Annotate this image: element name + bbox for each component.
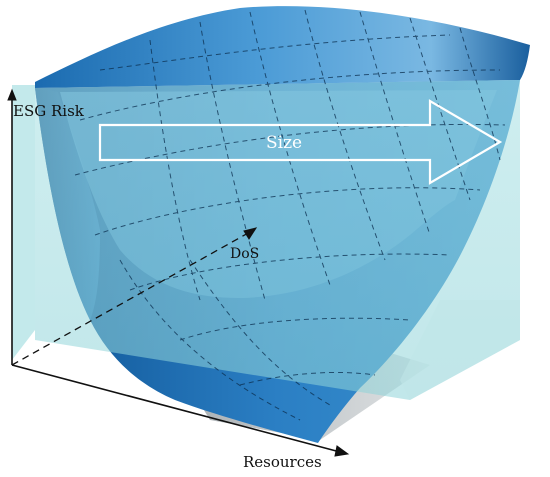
axes	[7, 88, 350, 457]
plane-lower-right	[400, 300, 520, 400]
depth-axis-label: DoS	[230, 246, 259, 262]
depth-axis-arrowhead	[243, 227, 258, 240]
y-axis-arrowhead	[7, 88, 17, 101]
x-axis-label: Resources	[243, 453, 322, 471]
x-axis-line	[11, 364, 341, 453]
depth-axis-line	[11, 231, 251, 366]
y-axis-label: ESG Risk	[13, 102, 85, 120]
x-axis-arrowhead	[334, 445, 350, 457]
size-arrow	[98, 99, 503, 185]
left-backdrop-panel	[12, 85, 35, 360]
size-arrow-label: Size	[266, 133, 302, 153]
surface-grid	[74, 9, 506, 421]
